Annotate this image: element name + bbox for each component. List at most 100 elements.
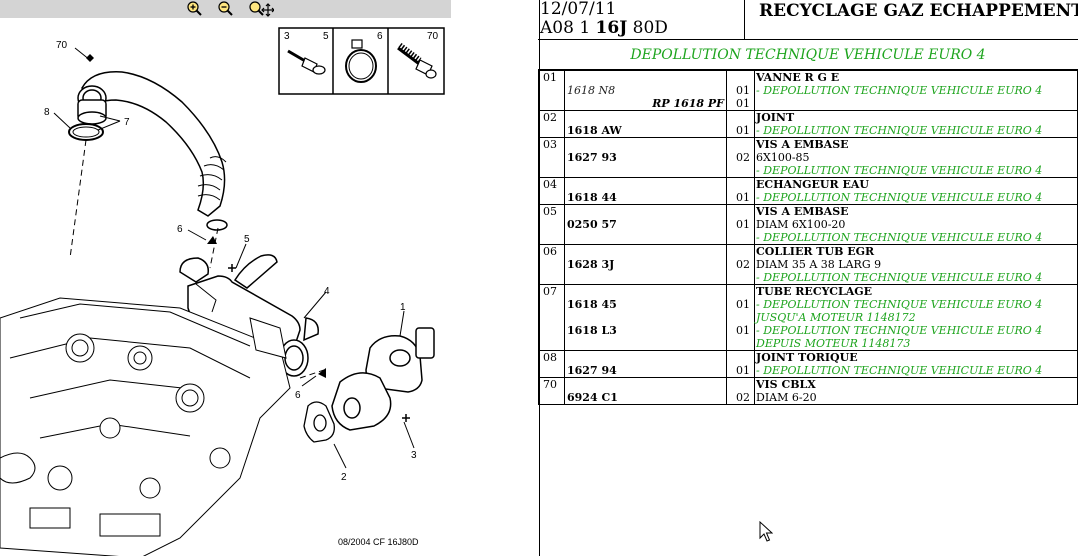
part-ref-cell: 1627 94 (564, 350, 727, 378)
zoom-fit-button[interactable] (246, 0, 275, 18)
part-applicability: - DEPOLLUTION TECHNIQUE VEHICULE EURO 4 (756, 191, 1043, 204)
empty-line (727, 178, 754, 191)
part-name: VIS CBLX (756, 378, 816, 391)
part-quantity: 01 (736, 218, 750, 231)
empty-line (565, 231, 726, 244)
part-qty-cell: 01 (726, 177, 755, 205)
callout-70: 70 (56, 40, 68, 51)
gasket (303, 401, 335, 443)
part-quantity: 01 (736, 364, 750, 377)
part-name: TUBE RECYCLAGE (756, 285, 873, 298)
part-applicability: - DEPOLLUTION TECHNIQUE VEHICULE EURO 4 (756, 124, 1043, 137)
inset-label-5: 5 (323, 31, 329, 42)
empty-line (565, 111, 726, 124)
part-desc-cell: VANNE R G E- DEPOLLUTION TECHNIQUE VEHIC… (754, 70, 1078, 111)
part-qty-cell: 02 (726, 377, 755, 405)
header-info: 12/07/11 A08 1 16J 80D (538, 0, 744, 40)
callout-4: 4 (324, 286, 330, 297)
part-applicability: - DEPOLLUTION TECHNIQUE VEHICULE EURO 4 (756, 84, 1043, 97)
empty-line (727, 351, 754, 364)
part-applicability: DEPUIS MOTEUR 1148173 (756, 337, 911, 350)
empty-line (727, 231, 754, 244)
egr-valve (331, 327, 435, 431)
part-number: 06 (538, 244, 565, 285)
fastener-inset (278, 27, 445, 95)
part-quantity: 01 (736, 191, 750, 204)
part-ref-cell: 6924 C1 (564, 377, 727, 405)
part-desc-cell: JOINT- DEPOLLUTION TECHNIQUE VEHICULE EU… (754, 110, 1078, 138)
page-subtitle: DEPOLLUTION TECHNIQUE VEHICULE EURO 4 (538, 40, 1078, 70)
zoom-out-button[interactable] (215, 0, 235, 18)
part-reference: 1618 AW (567, 124, 622, 137)
empty-line (727, 285, 754, 298)
callout-6: 6 (177, 224, 183, 235)
engine-block (0, 297, 291, 556)
part-quantity: 02 (736, 391, 750, 404)
empty-line (727, 378, 754, 391)
part-applicability: - DEPOLLUTION TECHNIQUE VEHICULE EURO 4 (756, 298, 1043, 311)
part-ref-cell: 1627 93 (564, 137, 727, 178)
part-reference-old: 1618 N8 (567, 84, 616, 97)
part-quantity: 01 (736, 324, 750, 337)
part-spec: 6X100-85 (756, 151, 810, 164)
empty-line (756, 97, 1077, 110)
header-title-box: RECYCLAGE GAZ ECHAPPEMENT (744, 0, 1078, 40)
empty-line (727, 271, 754, 284)
empty-line (727, 337, 754, 350)
part-qty-cell: 01 01 (726, 284, 755, 351)
viewer-toolbar (0, 0, 451, 18)
empty-line (565, 205, 726, 218)
empty-line (565, 71, 726, 84)
part-reference: 0250 57 (567, 218, 617, 231)
part-desc-cell: TUBE RECYCLAGE- DEPOLLUTION TECHNIQUE VE… (754, 284, 1078, 351)
zoom-in-button[interactable] (184, 0, 204, 18)
code-bold: 16J (595, 18, 628, 38)
part-quantity: 02 (736, 258, 750, 271)
zoom-out-icon (218, 1, 233, 16)
header-date: 12/07/11 (540, 0, 617, 19)
zoom-in-icon (187, 1, 202, 16)
part-name: VIS A EMBASE (756, 138, 849, 151)
part-number: 70 (538, 377, 565, 405)
part-reference: 1627 93 (567, 151, 617, 164)
part-desc-cell: JOINT TORIQUE- DEPOLLUTION TECHNIQUE VEH… (754, 350, 1078, 378)
exploded-diagram: 3 5 6 70 (0, 27, 445, 556)
callout-5: 5 (244, 234, 250, 245)
part-ref-cell: 1628 3J (564, 244, 727, 285)
callout-3: 3 (411, 450, 417, 461)
part-reference: 1618 45 (567, 298, 617, 311)
callout-7: 7 (124, 117, 130, 128)
empty-line (565, 271, 726, 284)
part-ref-cell: 1618 44 (564, 177, 727, 205)
empty-line (727, 71, 754, 84)
parts-panel: 12/07/11 A08 1 16J 80D RECYCLAGE GAZ ECH… (538, 0, 1078, 556)
part-name: ECHANGEUR EAU (756, 178, 869, 191)
part-spec: DIAM 6X100-20 (756, 218, 846, 231)
callout-2: 2 (341, 472, 347, 483)
part-applicability: JUSQU'A MOTEUR 1148172 (756, 311, 916, 324)
empty-line (727, 311, 754, 324)
part-quantity: 01 (736, 97, 750, 110)
part-quantity: 02 (736, 151, 750, 164)
o-ring (68, 123, 104, 141)
part-quantity: 01 (736, 298, 750, 311)
part-ref-cell: 0250 57 (564, 204, 727, 245)
empty-line (727, 111, 754, 124)
part-number: 07 (538, 284, 565, 351)
part-number: 08 (538, 350, 565, 378)
